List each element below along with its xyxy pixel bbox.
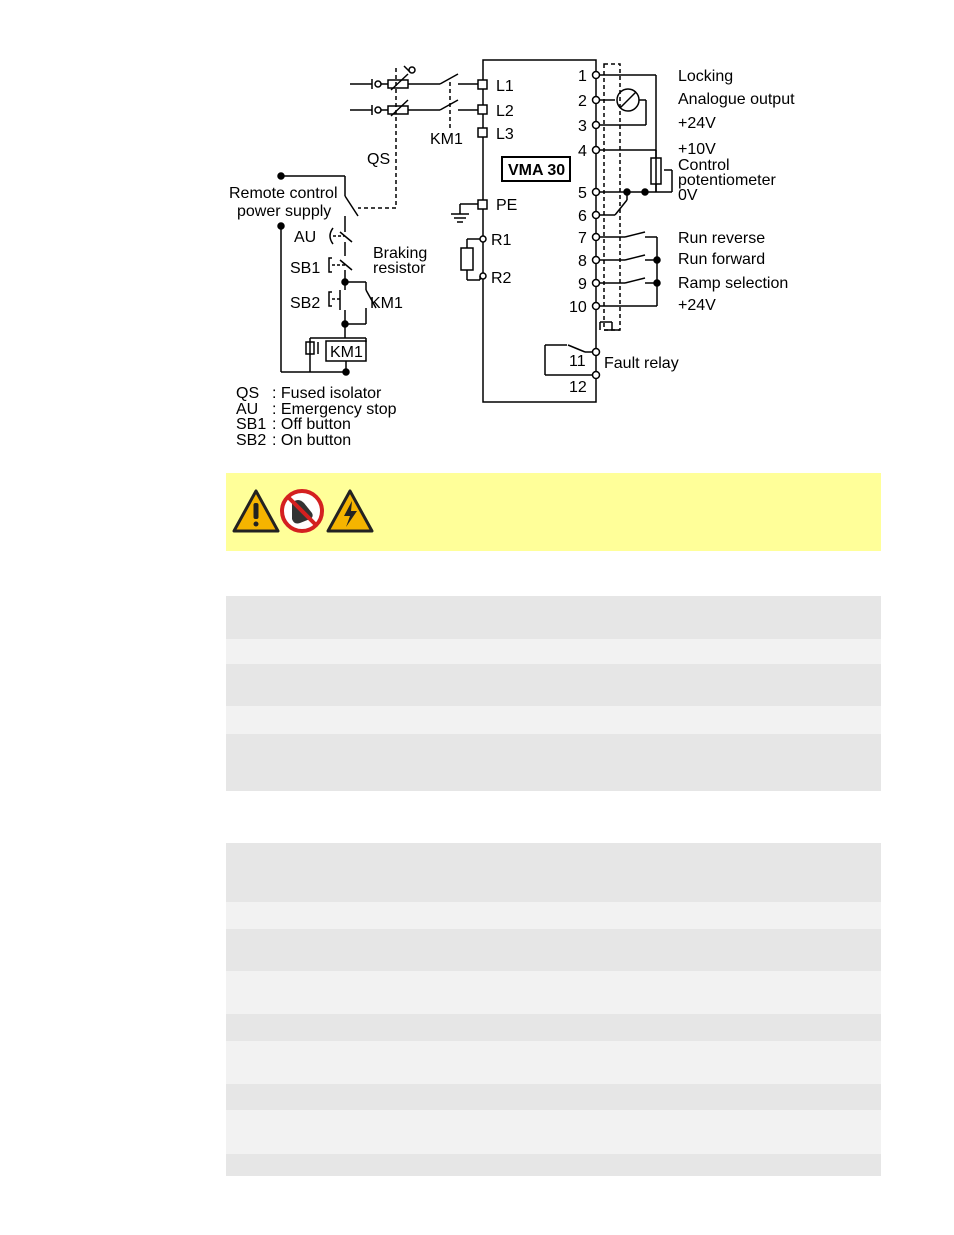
terminal-number: 4	[578, 143, 587, 160]
table-row	[226, 706, 881, 734]
table-row	[226, 1110, 881, 1154]
table-row	[226, 1084, 881, 1110]
label-braking-resistor: resistor	[373, 260, 426, 277]
legend-abbr: SB1	[236, 416, 266, 433]
terminal-r2: R2	[491, 270, 512, 287]
legend-desc: : On button	[272, 432, 351, 449]
label-plus24v: +24V	[678, 297, 716, 314]
label-fault-relay: Fault relay	[604, 355, 679, 372]
label-run-forward: Run forward	[678, 251, 765, 268]
label-km1-coil: KM1	[330, 344, 363, 361]
table-row	[226, 971, 881, 1014]
legend-abbr: SB2	[236, 432, 266, 449]
terminal-number: 8	[578, 253, 587, 270]
table-1	[226, 596, 881, 791]
terminal-number: 10	[569, 299, 587, 316]
terminal-number: 6	[578, 208, 587, 225]
table-row	[226, 843, 881, 902]
warning-icons	[232, 489, 374, 533]
label-locking: Locking	[678, 68, 733, 85]
terminal-number: 12	[569, 379, 587, 396]
table-row	[226, 1014, 881, 1041]
terminal-l3: L3	[496, 126, 514, 143]
device-label-box	[501, 156, 571, 182]
table-2	[226, 843, 881, 1176]
terminal-number: 2	[578, 93, 587, 110]
table-row	[226, 1041, 881, 1084]
legend-abbr: QS	[236, 385, 259, 402]
terminal-number: 7	[578, 230, 587, 247]
general-warning-icon	[232, 489, 280, 533]
table-row	[226, 902, 881, 929]
terminal-number: 11	[569, 353, 586, 370]
label-plus24v: +24V	[678, 115, 716, 132]
label-ramp-selection: Ramp selection	[678, 275, 788, 292]
table-row	[226, 1154, 881, 1176]
terminal-number: 1	[578, 68, 587, 85]
table-row	[226, 596, 881, 639]
device-label: VMA 30	[508, 162, 565, 179]
wiring-diagram: VMA 30 L1 L2 L3 PE R1 R2 1 2 3 4 5 6 7 8…	[229, 59, 795, 449]
label-remote-control: Remote control	[229, 185, 338, 202]
label-analogue-output: Analogue output	[678, 91, 795, 108]
table-row	[226, 734, 881, 791]
terminal-r1: R1	[491, 232, 512, 249]
label-qs: QS	[367, 151, 390, 168]
table-row	[226, 664, 881, 706]
label-sb1: SB1	[290, 260, 320, 277]
legend-desc: : Fused isolator	[272, 385, 382, 402]
label-km1: KM1	[430, 131, 463, 148]
terminal-number: 9	[578, 276, 587, 293]
drive-body	[482, 59, 597, 403]
electrical-hazard-icon	[326, 489, 374, 533]
label-control-pot: Control	[678, 157, 730, 174]
terminal-pe: PE	[496, 197, 517, 214]
label-0v: 0V	[678, 187, 698, 204]
label-sb2: SB2	[290, 295, 320, 312]
label-au: AU	[294, 229, 316, 246]
label-remote-control: power supply	[237, 203, 331, 220]
legend-desc: : Off button	[272, 416, 351, 433]
label-km1: KM1	[370, 295, 403, 312]
label-braking-resistor: Braking	[373, 245, 427, 262]
terminal-number: 5	[578, 185, 587, 202]
table-row	[226, 639, 881, 664]
terminal-number: 3	[578, 118, 587, 135]
legend-desc: : Emergency stop	[272, 401, 397, 418]
warning-banner	[226, 473, 881, 551]
legend-abbr: AU	[236, 401, 258, 418]
table-row	[226, 929, 881, 971]
no-touch-icon	[280, 489, 324, 533]
terminal-l1: L1	[496, 78, 514, 95]
label-plus10v: +10V	[678, 141, 716, 158]
label-run-reverse: Run reverse	[678, 230, 765, 247]
legend: QS : Fused isolator AU : Emergency stop …	[236, 385, 397, 449]
terminal-l2: L2	[496, 103, 514, 120]
label-control-pot: potentiometer	[678, 172, 777, 189]
